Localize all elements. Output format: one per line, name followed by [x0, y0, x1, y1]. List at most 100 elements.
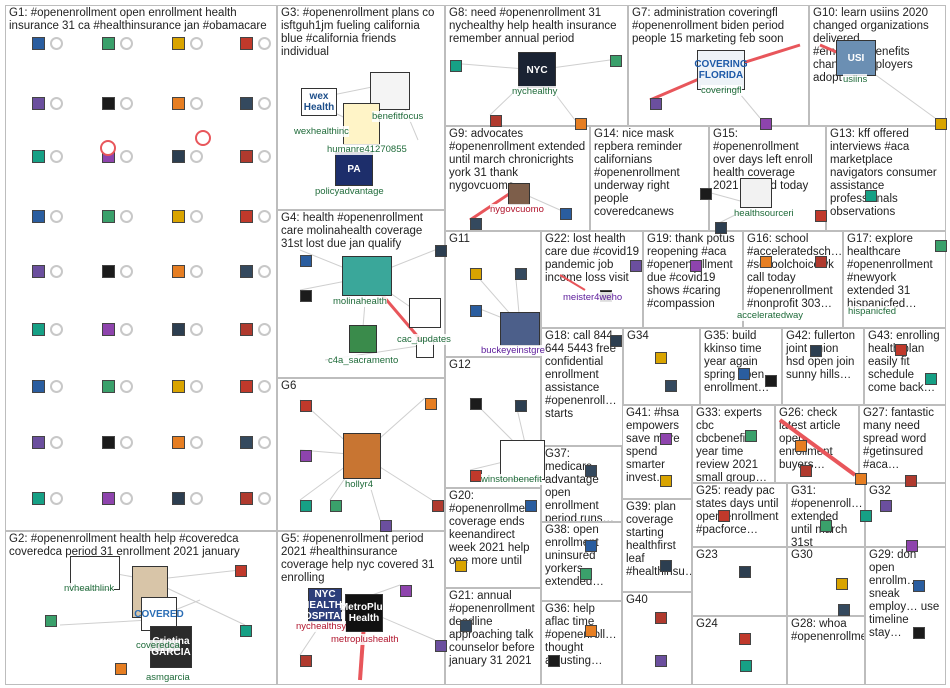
user-avatar[interactable]: [760, 256, 772, 268]
user-avatar[interactable]: [525, 500, 537, 512]
user-avatar[interactable]: [760, 118, 772, 130]
user-avatar[interactable]: [836, 578, 848, 590]
user-avatar[interactable]: [515, 268, 527, 280]
user-avatar[interactable]: [172, 37, 185, 50]
user-avatar[interactable]: [435, 245, 447, 257]
user-avatar[interactable]: [300, 655, 312, 667]
user-avatar[interactable]: [935, 118, 947, 130]
user-avatar[interactable]: [32, 97, 45, 110]
user-avatar[interactable]: [32, 37, 45, 50]
user-avatar[interactable]: [102, 210, 115, 223]
user-avatar[interactable]: [925, 373, 937, 385]
user-avatar[interactable]: [650, 98, 662, 110]
user-avatar[interactable]: [300, 500, 312, 512]
user-avatar[interactable]: [575, 118, 587, 130]
user-avatar[interactable]: [470, 218, 482, 230]
cac-updates-logo[interactable]: [409, 298, 441, 328]
hollyr4-avatar[interactable]: [343, 433, 381, 479]
user-avatar[interactable]: [515, 400, 527, 412]
wexhealth-logo[interactable]: wex Health: [301, 88, 337, 116]
user-avatar[interactable]: [32, 323, 45, 336]
user-avatar[interactable]: [660, 475, 672, 487]
user-avatar[interactable]: [715, 222, 727, 234]
user-avatar[interactable]: [172, 210, 185, 223]
humanre41270855-avatar[interactable]: [343, 103, 380, 145]
c4a-sacramento-logo[interactable]: [349, 325, 377, 353]
user-avatar[interactable]: [490, 115, 502, 127]
user-avatar[interactable]: [470, 398, 482, 410]
user-avatar[interactable]: [740, 660, 752, 672]
user-avatar[interactable]: [905, 475, 917, 487]
user-avatar[interactable]: [855, 473, 867, 485]
user-avatar[interactable]: [739, 633, 751, 645]
user-avatar[interactable]: [32, 380, 45, 393]
user-avatar[interactable]: [935, 240, 947, 252]
user-avatar[interactable]: [665, 380, 677, 392]
user-avatar[interactable]: [700, 188, 712, 200]
user-avatar[interactable]: [585, 465, 597, 477]
user-avatar[interactable]: [745, 430, 757, 442]
user-avatar[interactable]: [32, 265, 45, 278]
user-avatar[interactable]: [115, 663, 127, 675]
user-avatar[interactable]: [102, 436, 115, 449]
user-avatar[interactable]: [240, 492, 253, 505]
user-avatar[interactable]: [765, 375, 777, 387]
user-avatar[interactable]: [450, 60, 462, 72]
user-avatar[interactable]: [240, 265, 253, 278]
user-avatar[interactable]: [45, 615, 57, 627]
user-avatar[interactable]: [240, 625, 252, 637]
user-avatar[interactable]: [172, 150, 185, 163]
user-avatar[interactable]: [913, 580, 925, 592]
molinahealth-logo[interactable]: [342, 256, 392, 296]
user-avatar[interactable]: [470, 305, 482, 317]
metroplushealth-logo[interactable]: MetroPlus Health: [345, 594, 383, 632]
user-avatar[interactable]: [172, 436, 185, 449]
user-avatar[interactable]: [585, 625, 597, 637]
nychealthsys-logo[interactable]: NYC HEALTH+ HOSPITALS: [308, 588, 342, 622]
nygovcuomo-avatar[interactable]: [508, 183, 530, 205]
user-avatar[interactable]: [172, 97, 185, 110]
user-avatar[interactable]: [172, 323, 185, 336]
user-avatar[interactable]: [102, 37, 115, 50]
user-avatar[interactable]: [102, 492, 115, 505]
user-avatar[interactable]: [300, 255, 312, 267]
nychealthy-logo[interactable]: NYC: [518, 52, 556, 88]
user-avatar[interactable]: [820, 520, 832, 532]
user-avatar[interactable]: [172, 265, 185, 278]
coveringfl-logo[interactable]: COVERING FLORIDA: [697, 50, 745, 90]
user-avatar[interactable]: [655, 612, 667, 624]
user-avatar[interactable]: [548, 655, 560, 667]
user-avatar[interactable]: [630, 260, 642, 272]
usiins-logo[interactable]: USI: [836, 40, 876, 76]
buckeyeinstgreen-avatar[interactable]: [500, 312, 540, 346]
user-avatar[interactable]: [585, 540, 597, 552]
user-avatar[interactable]: [102, 323, 115, 336]
user-avatar[interactable]: [860, 510, 872, 522]
user-avatar[interactable]: [300, 400, 312, 412]
user-avatar[interactable]: [32, 210, 45, 223]
user-avatar[interactable]: [800, 465, 812, 477]
user-avatar[interactable]: [172, 492, 185, 505]
user-avatar[interactable]: [610, 335, 622, 347]
user-avatar[interactable]: [240, 436, 253, 449]
user-avatar[interactable]: [660, 560, 672, 572]
user-avatar[interactable]: [460, 620, 472, 632]
user-avatar[interactable]: [455, 560, 467, 572]
user-avatar[interactable]: [739, 566, 751, 578]
user-avatar[interactable]: [300, 450, 312, 462]
user-avatar[interactable]: [300, 290, 312, 302]
user-avatar[interactable]: [660, 433, 672, 445]
user-avatar[interactable]: [580, 568, 592, 580]
user-avatar[interactable]: [235, 565, 247, 577]
user-avatar[interactable]: [102, 97, 115, 110]
user-avatar[interactable]: [380, 520, 392, 532]
user-avatar[interactable]: [432, 500, 444, 512]
user-avatar[interactable]: [810, 345, 822, 357]
user-avatar[interactable]: [655, 655, 667, 667]
user-avatar[interactable]: [838, 604, 850, 616]
user-avatar[interactable]: [172, 380, 185, 393]
user-avatar[interactable]: [32, 150, 45, 163]
user-avatar[interactable]: [913, 627, 925, 639]
user-avatar[interactable]: [610, 55, 622, 67]
user-avatar[interactable]: [240, 323, 253, 336]
